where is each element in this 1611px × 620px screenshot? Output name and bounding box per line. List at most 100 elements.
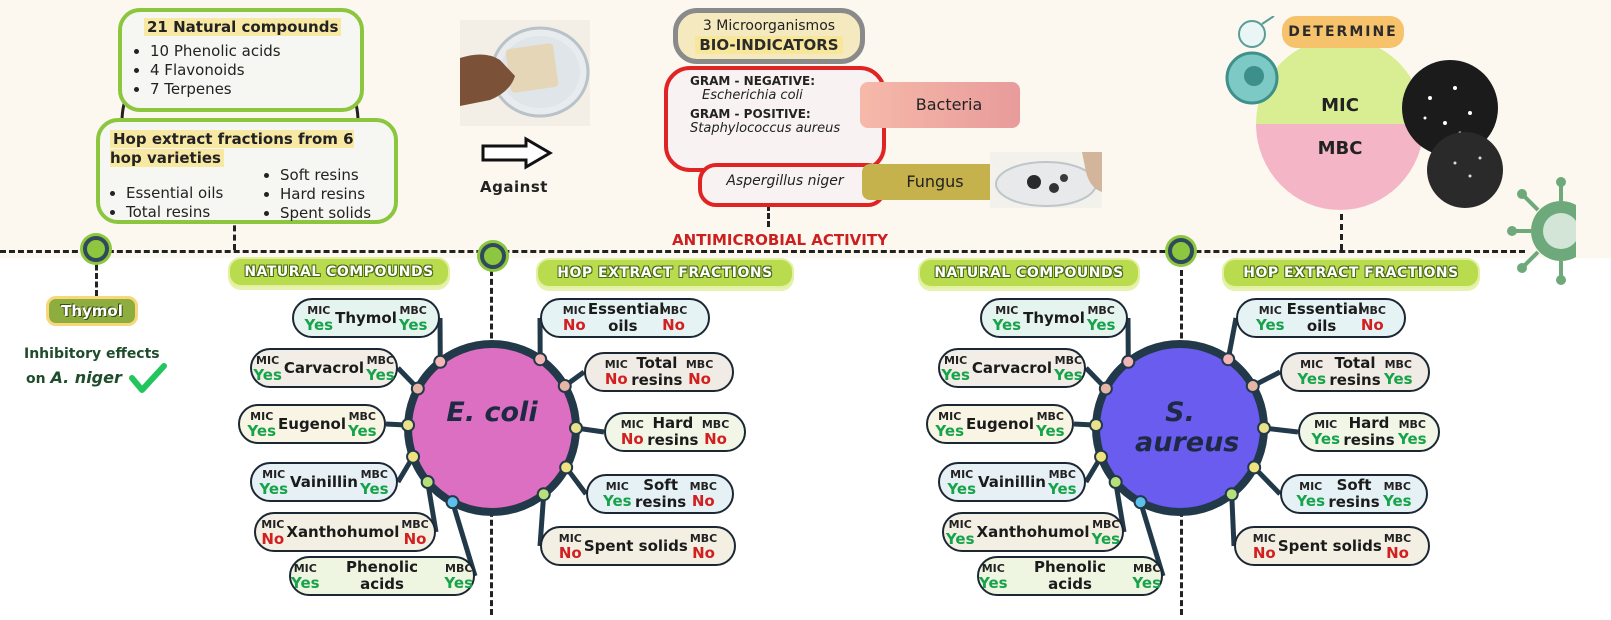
mbc-result: Yes [1132,574,1161,592]
pill-label: Phenolic acids [345,558,418,593]
pill-label: Hard resins [1343,414,1395,449]
mbc-key-label: MBC [366,354,395,367]
mbc-key-label: MBC [348,410,376,423]
mic-result: Yes [947,480,976,498]
mic-key-label: MIC [981,562,1005,575]
mbc-key-label: MBC [1133,562,1161,575]
colony-plates-photo [1402,60,1503,208]
mic-result: Yes [304,316,334,334]
mbc-result: Yes [1091,530,1121,548]
mbc-result: Yes [1383,492,1412,510]
pill-label: Essential oils [1286,300,1364,335]
pill-label: Hard resins [647,414,699,449]
main-dashed-divider [0,250,1525,253]
antimicrobial-activity-label: ANTIMICROBIAL ACTIVITY [640,231,920,249]
mic-result: Yes [979,574,1008,592]
connector-node [536,487,551,502]
mbc-result: Yes [398,316,428,334]
arrow-right-icon [481,136,553,170]
connector-node [433,354,448,369]
mic-key-label: MIC [261,518,285,531]
mbc-key-label: MBC [689,480,717,493]
connector-determine [1340,214,1343,250]
mbc-key-label: MBC [685,358,714,371]
mic-result: No [562,316,586,334]
mbc-key-label: MBC [1383,532,1412,545]
bacteria-tag: Bacteria [860,82,1020,128]
mbc-key-label: MBC [1048,468,1076,481]
mic-key-label: MIC [558,532,582,545]
connector-hop-box [233,216,236,250]
gram-negative-species: Escherichia coli [702,88,803,103]
mic-result: Yes [1311,430,1340,448]
mbc-key-label: MBC [399,304,427,317]
fungus-species: Aspergillus niger [726,173,844,189]
pill-label: Soft resins [634,476,687,511]
connector-node [1224,487,1239,502]
connector-node [559,460,574,475]
pill-label: Total resins [1329,354,1381,389]
connector-node [1108,474,1123,489]
mic-key-label: MIC [995,304,1019,317]
mic-result: Yes [941,366,970,384]
connector-node [1221,352,1236,367]
mbc-key-label: MBC [1398,418,1426,431]
pill-label: Xanthohumol [976,522,1090,541]
mbc-result: Yes [1398,430,1427,448]
mbc-key-label: MBC [360,468,388,481]
connector-node [1094,449,1109,464]
connector-node [1098,381,1113,396]
pill-label: Thymol [1023,308,1085,327]
gram-negative-label: GRAM - NEGATIVE: [690,74,816,88]
saureus-center-label: S. aureus [1135,397,1240,458]
pill-label: Carvacrol [971,358,1053,377]
on-label: on [26,371,46,387]
mic-label: MIC [1321,95,1359,116]
mbc-key-label: MBC [1036,410,1064,423]
mbc-result: No [1386,544,1409,562]
natural-compounds-list: 10 Phenolic acids 4 Flavonoids 7 Terpene… [122,42,360,99]
bio-indicators-header: 3 Microorganismos BIO-INDICATORS [673,8,865,64]
pill-label: Total resins [631,354,683,389]
gram-positive-species: Staphylococcus aureus [690,121,841,136]
connector-node [420,474,435,489]
mic-result: Yes [945,530,975,548]
divider-ecoli-left [95,256,98,296]
list-item: Essential oils [126,184,256,203]
pill-label: Eugenol [278,414,346,433]
saureus-hop-fractions-tag: HOP EXTRACT FRACTIONS [1222,258,1480,288]
